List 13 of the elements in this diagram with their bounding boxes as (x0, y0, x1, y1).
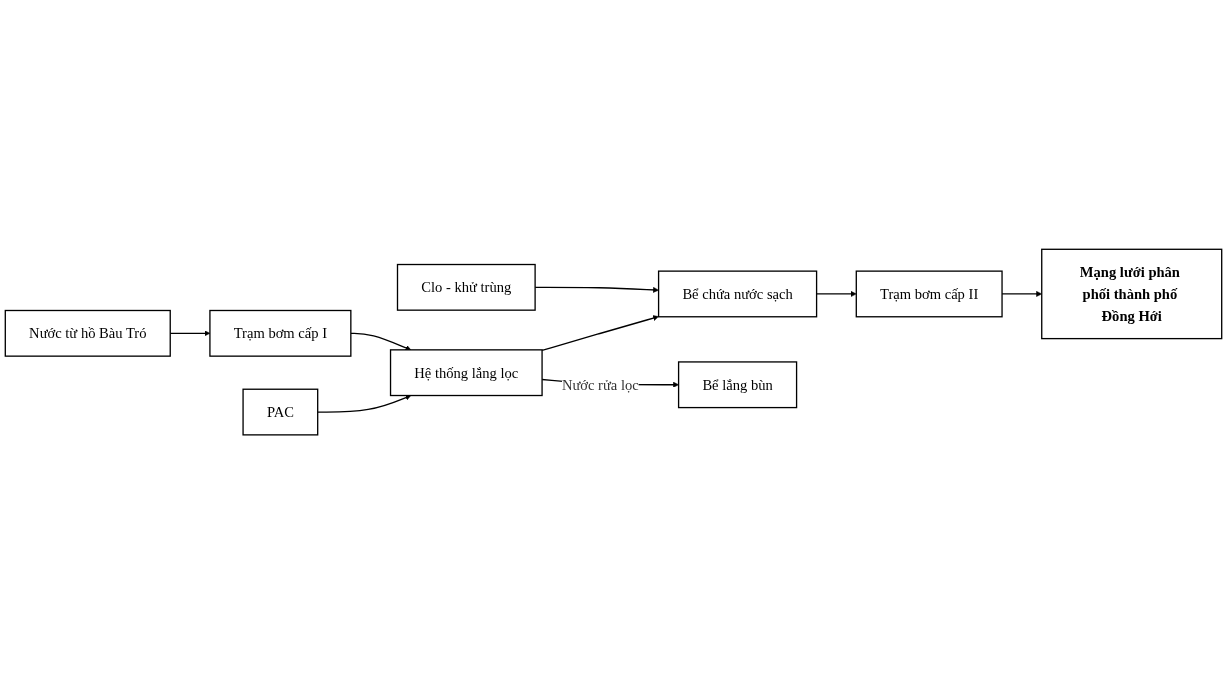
node-box: Bể lắng bùn (677, 361, 798, 409)
arrow (350, 332, 412, 351)
node-box: PAC (242, 388, 319, 436)
node-box: Trạm bơm cấp I (209, 309, 352, 357)
node-box: Nước từ hồ Bàu Tró (4, 309, 171, 357)
arrow (541, 315, 659, 351)
node-box: Hệ thống lắng lọc (389, 349, 543, 397)
edge-label: Nước rửa lọc (561, 376, 639, 393)
arrow (317, 394, 412, 413)
node-box: Bể chứa nước sạch (657, 270, 818, 318)
node-box: Mạng lưới phân phối thành phố Đồng Hới (1041, 248, 1223, 340)
node-box: Trạm bơm cấp II (855, 270, 1003, 318)
node-box: Clo - khử trùng (396, 263, 536, 311)
